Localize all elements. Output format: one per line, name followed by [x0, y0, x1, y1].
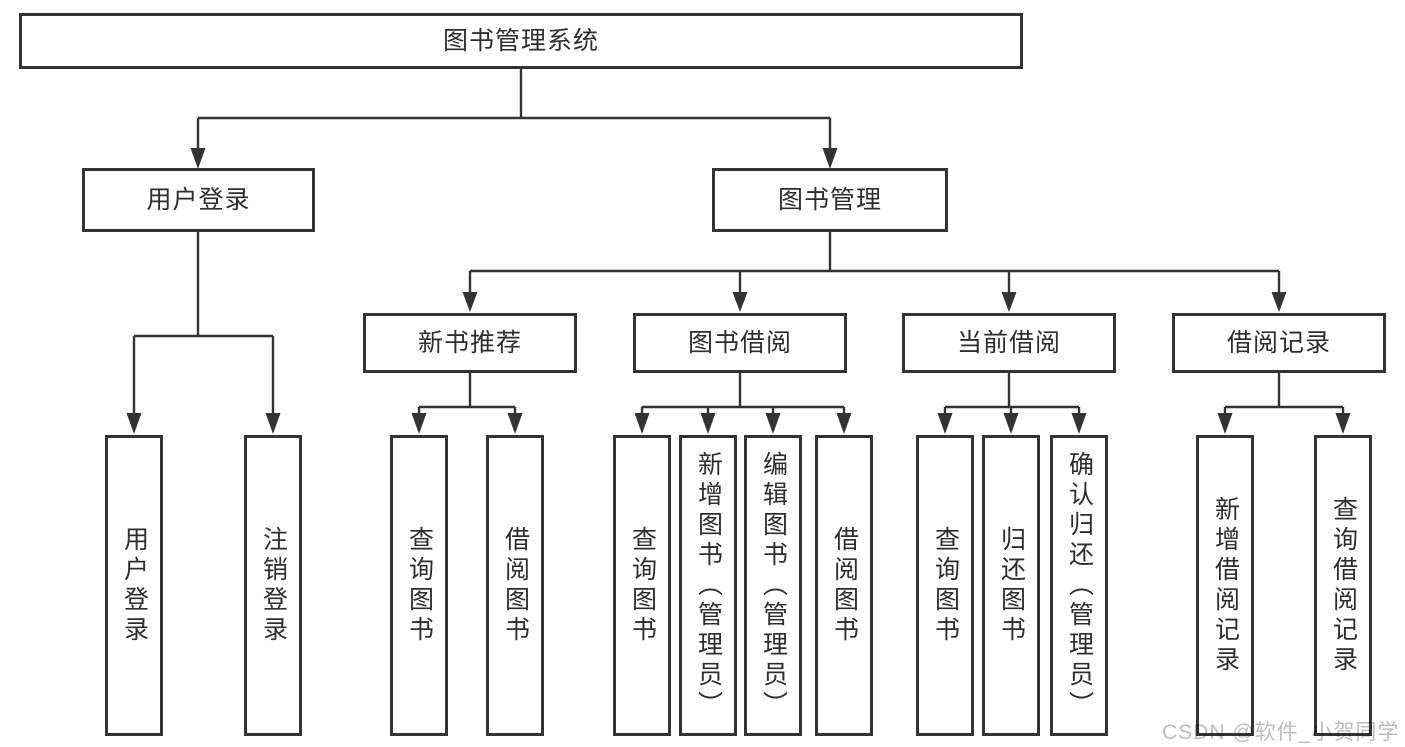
connector-book-management-to-level3: [462, 232, 1287, 312]
connector-borrow-records-to-leaves: [1217, 372, 1351, 434]
leaf-query-borrow-record: 查询借阅记录: [1314, 435, 1372, 736]
leaf-query-books-borrow: 查询图书: [613, 435, 671, 736]
node-user-login: 用户登录: [82, 168, 315, 232]
leaf-return-book-label: 归还图书: [997, 525, 1026, 646]
leaf-add-book-admin: 新增图书（管理员）: [679, 435, 737, 736]
leaf-confirm-return-admin: 确认归还（管理员）: [1050, 435, 1108, 736]
leaf-query-books-borrow-label: 查询图书: [628, 525, 657, 646]
watermark: CSDN @软件_小贺同学: [1162, 721, 1400, 744]
leaf-query-books-current-label: 查询图书: [931, 525, 960, 646]
leaf-logout-label: 注销登录: [259, 525, 288, 646]
node-book-borrow: 图书借阅: [633, 313, 847, 373]
node-book-management: 图书管理: [712, 168, 948, 232]
leaf-query-borrow-record-label: 查询借阅记录: [1329, 495, 1358, 676]
leaf-query-books-current: 查询图书: [916, 435, 974, 736]
connector-user-login-to-leaves: [126, 232, 281, 434]
leaf-confirm-return-admin-label: 确认归还（管理员）: [1065, 450, 1094, 721]
leaf-borrow-books-recommend-label: 借阅图书: [501, 525, 530, 646]
node-user-login-label: 用户登录: [146, 185, 251, 214]
leaf-logout: 注销登录: [244, 435, 302, 736]
leaf-query-books-recommend-label: 查询图书: [405, 525, 434, 646]
node-library-management-system-label: 图书管理系统: [442, 26, 599, 55]
node-new-book-recommend: 新书推荐: [363, 313, 577, 373]
node-current-borrow: 当前借阅: [902, 313, 1116, 373]
node-library-management-system: 图书管理系统: [19, 13, 1023, 69]
leaf-edit-book-admin: 编辑图书（管理员）: [744, 435, 802, 736]
leaf-borrow-books: 借阅图书: [815, 435, 873, 736]
connector-root-to-level2: [190, 69, 838, 169]
connector-new-book-to-leaves: [411, 372, 523, 434]
node-current-borrow-label: 当前借阅: [956, 328, 1061, 357]
connector-current-borrow-to-leaves: [937, 372, 1087, 434]
leaf-user-login: 用户登录: [105, 435, 163, 736]
node-book-management-label: 图书管理: [777, 185, 882, 214]
node-book-borrow-label: 图书借阅: [687, 328, 792, 357]
leaf-add-book-admin-label: 新增图书（管理员）: [694, 450, 723, 721]
connector-book-borrow-to-leaves: [634, 372, 852, 434]
node-borrow-records: 借阅记录: [1172, 313, 1386, 373]
node-new-book-recommend-label: 新书推荐: [417, 328, 522, 357]
leaf-add-borrow-record: 新增借阅记录: [1196, 435, 1254, 736]
leaf-add-borrow-record-label: 新增借阅记录: [1211, 495, 1240, 676]
node-borrow-records-label: 借阅记录: [1226, 328, 1331, 357]
leaf-return-book: 归还图书: [982, 435, 1040, 736]
leaf-borrow-books-recommend: 借阅图书: [486, 435, 544, 736]
leaf-borrow-books-label: 借阅图书: [830, 525, 859, 646]
leaf-edit-book-admin-label: 编辑图书（管理员）: [759, 450, 788, 721]
leaf-user-login-label: 用户登录: [120, 525, 149, 646]
leaf-query-books-recommend: 查询图书: [390, 435, 448, 736]
